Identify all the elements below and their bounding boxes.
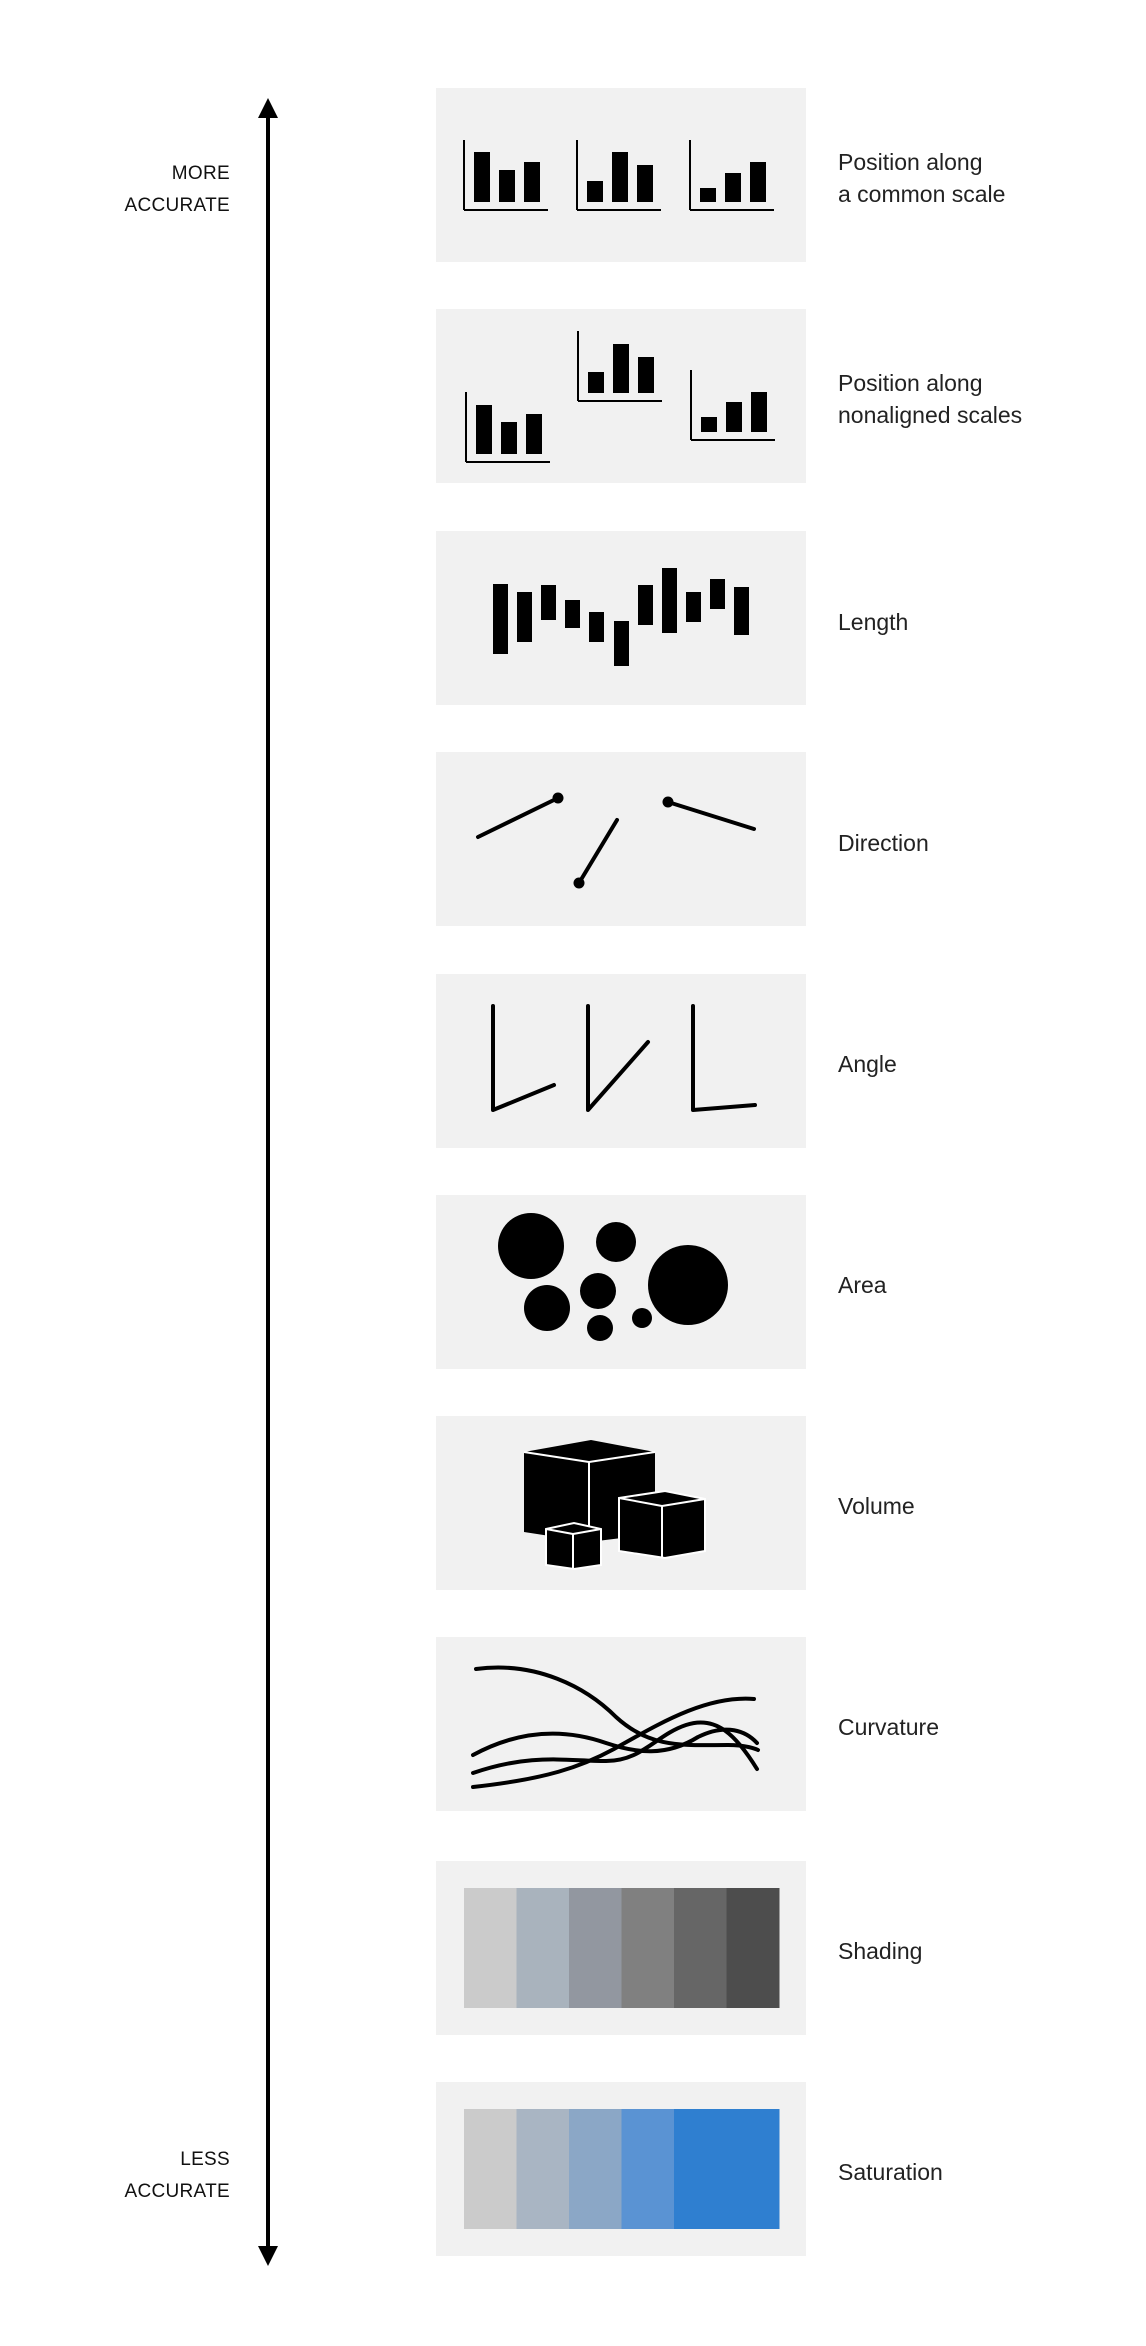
- panel-volume: [436, 1416, 806, 1590]
- bar-chart-glyph-2: [576, 140, 661, 211]
- position-common-scale-illustration: [463, 140, 774, 211]
- position-nonaligned-scales-illustration: [465, 331, 775, 463]
- channel-label-shading: Shading: [838, 1938, 923, 1964]
- panel-position-nonaligned-scales: [436, 309, 806, 483]
- cube-medium: [618, 1489, 706, 1560]
- saturation-swatch-1: [464, 2109, 517, 2229]
- cube-small: [545, 1521, 602, 1571]
- channel-label-curvature: Curvature: [838, 1714, 939, 1740]
- saturation-illustration: [464, 2109, 780, 2229]
- curvature-illustration: [471, 1665, 760, 1789]
- channel-label-area: Area: [838, 1272, 887, 1298]
- channel-label-direction: Direction: [838, 830, 929, 856]
- area-illustration: [498, 1213, 728, 1341]
- shading-swatch-1: [464, 1888, 517, 2008]
- shading-swatch-3: [569, 1888, 622, 2008]
- channel-label-angle: Angle: [838, 1051, 897, 1077]
- channel-label-length: Length: [838, 609, 909, 635]
- shading-illustration: [464, 1888, 780, 2008]
- arrow-up-icon: [258, 98, 278, 118]
- panel-area: [436, 1195, 806, 1369]
- channel-label-volume: Volume: [838, 1493, 915, 1519]
- saturation-swatch-3: [569, 2109, 622, 2229]
- panel-saturation: [436, 2082, 806, 2256]
- saturation-swatch-2: [516, 2109, 570, 2229]
- bar-chart-glyph-1: [463, 140, 548, 211]
- bar-chart-glyph-3: [689, 140, 774, 211]
- shading-swatch-5: [674, 1888, 727, 2008]
- panel-position-common-scale: [436, 88, 806, 262]
- channel-label-saturation: Saturation: [838, 2159, 943, 2185]
- arrow-down-icon: [258, 2246, 278, 2266]
- more-accurate-label: MORE ACCURATE: [124, 163, 230, 216]
- bar-chart-glyph-mid: [690, 370, 775, 441]
- saturation-swatch-5: [674, 2109, 780, 2229]
- shading-swatch-4: [621, 1888, 675, 2008]
- panel-shading: [436, 1861, 806, 2035]
- bar-chart-glyph-high: [577, 331, 662, 402]
- panel-curvature: [436, 1637, 806, 1811]
- channel-label-position-common: Position along a common scale: [838, 149, 1006, 207]
- bar-chart-glyph-low: [465, 392, 550, 463]
- length-illustration: [493, 568, 749, 666]
- panel-angle: [436, 974, 806, 1148]
- panel-length: [436, 531, 806, 705]
- shading-swatch-2: [516, 1888, 570, 2008]
- direction-illustration: [476, 792, 756, 889]
- angle-illustration: [491, 1004, 757, 1112]
- volume-illustration: [523, 1440, 706, 1571]
- saturation-swatch-4: [621, 2109, 675, 2229]
- panel-direction: [436, 752, 806, 926]
- channel-label-position-nonaligned: Position along nonaligned scales: [838, 370, 1023, 428]
- shading-swatch-6: [726, 1888, 780, 2008]
- less-accurate-label: LESS ACCURATE: [124, 2149, 230, 2202]
